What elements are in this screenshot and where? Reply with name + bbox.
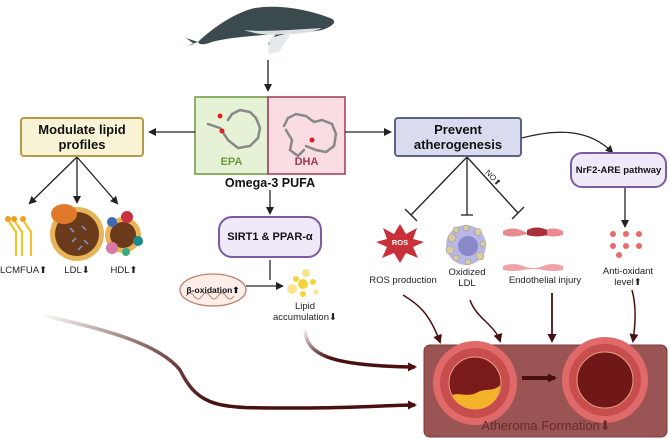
ros-icon [376, 224, 424, 263]
vessel-with-plaque-icon [433, 341, 517, 425]
omega3-title: Omega-3 PUFA [224, 176, 316, 190]
epa-molecule-icon [206, 108, 262, 150]
arrow-ros-to-atheroma [402, 294, 442, 344]
ldl-label: LDL⬇ [64, 265, 90, 276]
lcmfua-label: LCMFUA⬆ [0, 265, 48, 276]
arrow-to-lcmfua [28, 156, 78, 205]
arrow-to-hdl [76, 156, 119, 205]
hdl-icon [105, 211, 143, 256]
antioxidant-dots-icon [610, 231, 642, 258]
ldl-icon [50, 204, 104, 261]
arrow-to-nrf2 [521, 131, 614, 154]
healthy-vessel-icon [562, 337, 648, 423]
lipid-droplets-icon [287, 269, 319, 297]
hdl-label: HDL⬆ [110, 265, 138, 276]
inhibition-lines [404, 156, 525, 222]
dha-box [267, 96, 346, 175]
epa-label: EPA [220, 156, 243, 168]
arrow-lipid-to-atheroma [39, 313, 417, 410]
atheroma-formation-label: Atheroma Formation⬇ [481, 418, 611, 433]
ros-production-label: ROS production [369, 275, 437, 286]
endothelial-injury-label: Endothelial injury [508, 275, 582, 286]
oxidized-ldl-icon [445, 224, 487, 266]
whale-icon [186, 6, 335, 54]
ros-badge: ROS [391, 238, 409, 247]
arrow-oxldl-to-atheroma [469, 299, 503, 343]
lcmfua-icon [7, 219, 33, 256]
arrow-antioxidant-to-atheroma [629, 289, 639, 343]
arrow-accumulation-to-atheroma [303, 327, 417, 372]
beta-oxidation-label: β-oxidation⬆ [186, 285, 240, 295]
dha-molecule-icon [282, 112, 338, 158]
nrf2-are-box: NrF2-ARE pathway [570, 152, 667, 188]
dha-label: DHA [294, 156, 319, 168]
sirt1-pparalpha-box: SIRT1 & PPAR-α [218, 216, 322, 258]
mitochondrion-icon [179, 273, 247, 307]
endothelial-icon [503, 227, 563, 271]
